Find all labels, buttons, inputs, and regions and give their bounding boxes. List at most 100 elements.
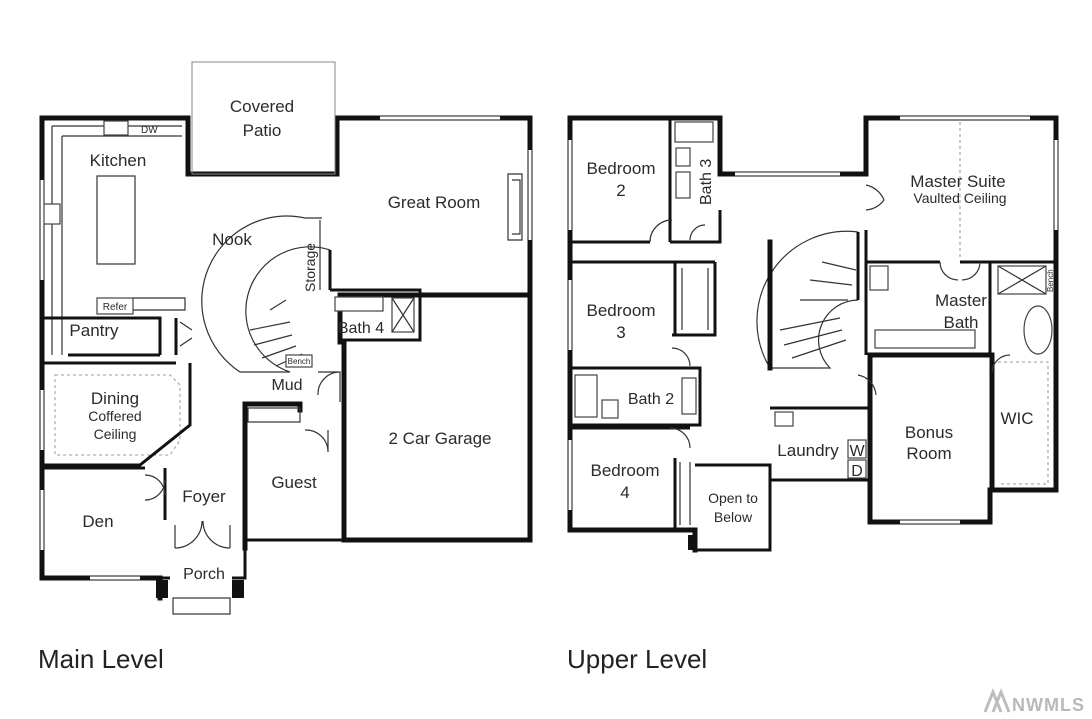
bonus-room-label-2: Room bbox=[906, 444, 951, 463]
stair-treads bbox=[249, 299, 303, 367]
bedroom3-label-1: Bedroom bbox=[587, 301, 656, 320]
guest-closet bbox=[247, 407, 301, 423]
kitchen-label: Kitchen bbox=[90, 151, 147, 170]
bath2-tub bbox=[574, 374, 598, 418]
open-to-below-label-1: Open to bbox=[708, 490, 758, 506]
bench bbox=[285, 354, 313, 368]
bedroom4-door bbox=[669, 427, 691, 449]
bath2-label: Bath 2 bbox=[628, 391, 674, 408]
den-door bbox=[144, 474, 166, 501]
bath4-walls bbox=[330, 288, 422, 342]
bedroom2-door bbox=[649, 219, 706, 243]
bonus-door bbox=[857, 374, 877, 396]
bench-label: Bench bbox=[288, 357, 311, 366]
bath4-label: Bath 4 bbox=[338, 320, 384, 337]
guest-wall bbox=[242, 401, 303, 551]
porch-post-right bbox=[232, 580, 244, 598]
dryer bbox=[847, 459, 867, 479]
guest-door bbox=[304, 429, 329, 453]
porch-label: Porch bbox=[183, 566, 225, 583]
bedroom3-label-2: 3 bbox=[616, 323, 625, 342]
master-suite-label: Master Suite bbox=[910, 172, 1005, 191]
laundry-label: Laundry bbox=[777, 441, 839, 460]
foyer-label: Foyer bbox=[182, 487, 226, 506]
bath3-tub bbox=[674, 121, 714, 143]
bonus-room-label-1: Bonus bbox=[905, 423, 953, 442]
master-bench-label: Bench bbox=[1046, 269, 1055, 292]
counter-by-fridge bbox=[133, 297, 186, 311]
dining-label: Dining bbox=[91, 389, 139, 408]
porch-step bbox=[172, 597, 231, 615]
covered-patio-label-2: Patio bbox=[243, 121, 282, 140]
open-to-below-label-2: Below bbox=[714, 509, 753, 525]
dining-coffered-ceiling bbox=[54, 374, 181, 456]
mud-label: Mud bbox=[271, 377, 302, 394]
master-tub bbox=[1023, 305, 1053, 355]
post bbox=[688, 535, 697, 550]
guest-label: Guest bbox=[271, 473, 317, 492]
bath2-toilet bbox=[601, 399, 619, 419]
master-toilet bbox=[869, 265, 889, 291]
master-bath-label-2: Bath bbox=[944, 313, 979, 332]
fireplace bbox=[507, 173, 523, 241]
open-to-below-wall bbox=[695, 463, 772, 552]
bedroom4-label-2: 4 bbox=[620, 483, 629, 502]
wic-door bbox=[991, 354, 1011, 373]
porch-wall bbox=[160, 548, 247, 580]
main-level-title: Main Level bbox=[38, 644, 164, 674]
master-suite-door bbox=[865, 184, 885, 211]
porch-post-left bbox=[156, 580, 168, 598]
upper-level-labels: Bedroom 2 Bath 3 Master Suite Vaulted Ce… bbox=[567, 159, 1055, 674]
great-room-label: Great Room bbox=[388, 193, 481, 212]
bedroom2-walls bbox=[570, 118, 722, 244]
bedroom4-closet bbox=[679, 462, 691, 525]
covered-patio-label-1: Covered bbox=[230, 97, 294, 116]
dining-label-ceiling: Ceiling bbox=[94, 426, 137, 442]
laundry-sink bbox=[774, 411, 794, 427]
mud-door bbox=[317, 371, 341, 402]
master-shower-x bbox=[997, 265, 1047, 295]
bedroom2-label-1: Bedroom bbox=[587, 159, 656, 178]
refrigerator bbox=[96, 297, 134, 315]
bedroom3-door bbox=[671, 347, 691, 367]
washer bbox=[847, 439, 867, 459]
kitchen-island bbox=[96, 175, 136, 265]
bath2-walls bbox=[570, 366, 702, 427]
garage-label: 2 Car Garage bbox=[389, 429, 492, 448]
kitchen-sink bbox=[103, 120, 129, 136]
shower-x bbox=[391, 297, 415, 333]
storage-outline bbox=[305, 217, 322, 290]
bath2-vanity bbox=[681, 377, 697, 415]
den-label: Den bbox=[82, 512, 113, 531]
master-suite-vaulted-label: Vaulted Ceiling bbox=[913, 190, 1006, 206]
bedroom3-walls bbox=[570, 260, 717, 337]
washer-label: W bbox=[849, 443, 865, 460]
cooktop bbox=[43, 203, 61, 225]
bath3-toilet bbox=[675, 147, 691, 167]
dryer-label: D bbox=[851, 463, 863, 480]
watermark-text: NWMLS bbox=[1012, 695, 1085, 715]
upper-level-title: Upper Level bbox=[567, 644, 707, 674]
upper-stair-treads bbox=[779, 261, 857, 359]
nook-label: Nook bbox=[212, 230, 252, 249]
curved-stair bbox=[201, 215, 331, 373]
storage-label: Storage bbox=[302, 243, 318, 292]
master-bath-label-1: Master bbox=[935, 291, 987, 310]
dw-label: DW bbox=[141, 125, 158, 136]
bath4-vanity bbox=[334, 296, 384, 312]
wic-shelf bbox=[998, 361, 1049, 485]
wic-label: WIC bbox=[1000, 409, 1033, 428]
front-door bbox=[174, 520, 231, 549]
bath3-label: Bath 3 bbox=[698, 159, 715, 205]
master-vanity bbox=[874, 329, 976, 349]
bath3-vanity bbox=[675, 171, 691, 199]
pantry-label: Pantry bbox=[69, 321, 119, 340]
bedroom2-label-2: 2 bbox=[616, 181, 625, 200]
bedroom4-label-1: Bedroom bbox=[591, 461, 660, 480]
pantry-walls bbox=[42, 316, 178, 357]
nwmls-logo-icon bbox=[983, 687, 1011, 713]
upper-exterior-east bbox=[567, 115, 1059, 525]
dining-label-coffered: Coffered bbox=[88, 408, 141, 424]
master-bath-door bbox=[939, 261, 981, 281]
